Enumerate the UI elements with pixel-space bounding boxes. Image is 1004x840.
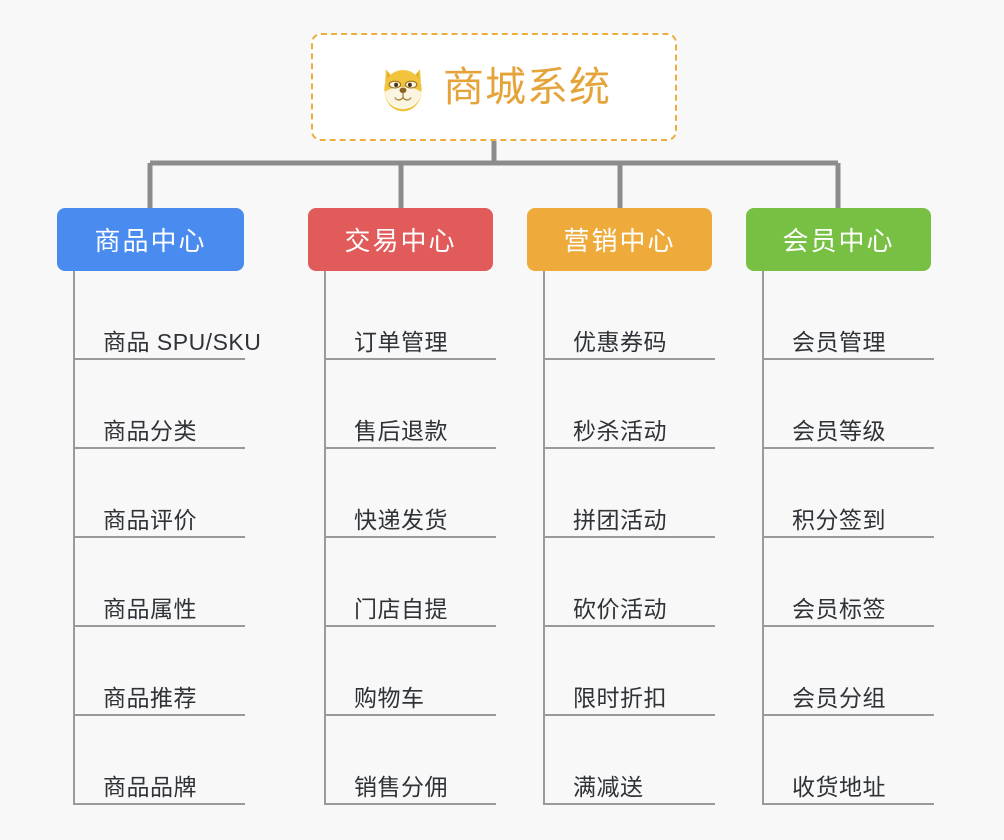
leaf-item[interactable]: 会员管理 bbox=[764, 271, 934, 360]
leaf-item[interactable]: 订单管理 bbox=[326, 271, 496, 360]
leaf-item[interactable]: 收货地址 bbox=[764, 716, 934, 805]
leaf-item[interactable]: 售后退款 bbox=[326, 360, 496, 449]
leaf-label: 商品属性 bbox=[103, 595, 197, 622]
column-member-center: 会员中心 会员管理 会员等级 积分签到 会员标签 会员分组 收货地址 bbox=[746, 208, 934, 805]
leaf-label: 商品评价 bbox=[103, 506, 197, 533]
leaf-list-product-center: 商品 SPU/SKU 商品分类 商品评价 商品属性 商品推荐 商品品牌 bbox=[73, 271, 261, 805]
category-header-trade-center[interactable]: 交易中心 bbox=[308, 208, 493, 271]
root-title: 商城系统 bbox=[443, 63, 611, 110]
category-header-marketing-center[interactable]: 营销中心 bbox=[527, 208, 712, 271]
leaf-label: 会员等级 bbox=[792, 417, 886, 444]
leaf-item[interactable]: 积分签到 bbox=[764, 449, 934, 538]
category-header-member-center[interactable]: 会员中心 bbox=[746, 208, 931, 271]
category-title: 营销中心 bbox=[563, 226, 676, 256]
leaf-label: 收货地址 bbox=[792, 773, 886, 800]
column-marketing-center: 营销中心 优惠券码 秒杀活动 拼团活动 砍价活动 限时折扣 满减送 bbox=[527, 208, 715, 805]
leaf-item[interactable]: 商品推荐 bbox=[75, 627, 245, 716]
leaf-label: 会员分组 bbox=[792, 684, 886, 711]
leaf-label: 秒杀活动 bbox=[573, 417, 667, 444]
leaf-label: 快递发货 bbox=[354, 506, 448, 533]
shiba-dog-face-icon bbox=[384, 69, 422, 112]
category-header-product-center[interactable]: 商品中心 bbox=[57, 208, 244, 271]
leaf-item[interactable]: 销售分佣 bbox=[326, 716, 496, 805]
leaf-item[interactable]: 会员等级 bbox=[764, 360, 934, 449]
leaf-item[interactable]: 快递发货 bbox=[326, 449, 496, 538]
leaf-label: 会员管理 bbox=[792, 328, 886, 355]
leaf-list-marketing-center: 优惠券码 秒杀活动 拼团活动 砍价活动 限时折扣 满减送 bbox=[543, 271, 715, 805]
leaf-item[interactable]: 砍价活动 bbox=[545, 538, 715, 627]
root-node[interactable]: 商城系统 bbox=[311, 33, 677, 141]
leaf-label: 订单管理 bbox=[354, 328, 448, 355]
leaf-list-member-center: 会员管理 会员等级 积分签到 会员标签 会员分组 收货地址 bbox=[762, 271, 934, 805]
leaf-item[interactable]: 商品分类 bbox=[75, 360, 245, 449]
leaf-label: 购物车 bbox=[354, 684, 425, 711]
category-title: 交易中心 bbox=[344, 226, 457, 256]
leaf-label: 售后退款 bbox=[354, 417, 448, 444]
leaf-label: 限时折扣 bbox=[573, 684, 667, 711]
leaf-label: 门店自提 bbox=[354, 595, 448, 622]
leaf-label: 商品 SPU/SKU bbox=[103, 328, 262, 355]
leaf-label: 优惠券码 bbox=[573, 328, 667, 355]
leaf-label: 砍价活动 bbox=[573, 595, 667, 622]
category-title: 商品中心 bbox=[94, 226, 207, 256]
leaf-item[interactable]: 满减送 bbox=[545, 716, 715, 805]
category-columns: 商品中心 商品 SPU/SKU 商品分类 商品评价 商品属性 商品推荐 商品品牌… bbox=[0, 208, 1004, 840]
leaf-item[interactable]: 会员标签 bbox=[764, 538, 934, 627]
leaf-label: 商品推荐 bbox=[103, 684, 197, 711]
leaf-item[interactable]: 限时折扣 bbox=[545, 627, 715, 716]
column-product-center: 商品中心 商品 SPU/SKU 商品分类 商品评价 商品属性 商品推荐 商品品牌 bbox=[57, 208, 261, 805]
leaf-label: 会员标签 bbox=[792, 595, 886, 622]
column-trade-center: 交易中心 订单管理 售后退款 快递发货 门店自提 购物车 销售分佣 bbox=[308, 208, 496, 805]
leaf-label: 商品分类 bbox=[103, 417, 197, 444]
leaf-item[interactable]: 秒杀活动 bbox=[545, 360, 715, 449]
leaf-item[interactable]: 商品 SPU/SKU bbox=[75, 271, 261, 360]
leaf-item[interactable]: 购物车 bbox=[326, 627, 496, 716]
leaf-label: 拼团活动 bbox=[573, 506, 667, 533]
leaf-item[interactable]: 优惠券码 bbox=[545, 271, 715, 360]
leaf-label: 商品品牌 bbox=[103, 773, 197, 800]
leaf-item[interactable]: 商品属性 bbox=[75, 538, 245, 627]
leaf-item[interactable]: 会员分组 bbox=[764, 627, 934, 716]
leaf-item[interactable]: 商品评价 bbox=[75, 449, 245, 538]
leaf-list-trade-center: 订单管理 售后退款 快递发货 门店自提 购物车 销售分佣 bbox=[324, 271, 496, 805]
leaf-item[interactable]: 门店自提 bbox=[326, 538, 496, 627]
category-title: 会员中心 bbox=[782, 226, 895, 256]
leaf-item[interactable]: 拼团活动 bbox=[545, 449, 715, 538]
leaf-label: 积分签到 bbox=[792, 506, 886, 533]
leaf-label: 销售分佣 bbox=[354, 773, 448, 800]
leaf-item[interactable]: 商品品牌 bbox=[75, 716, 245, 805]
leaf-label: 满减送 bbox=[573, 773, 644, 800]
